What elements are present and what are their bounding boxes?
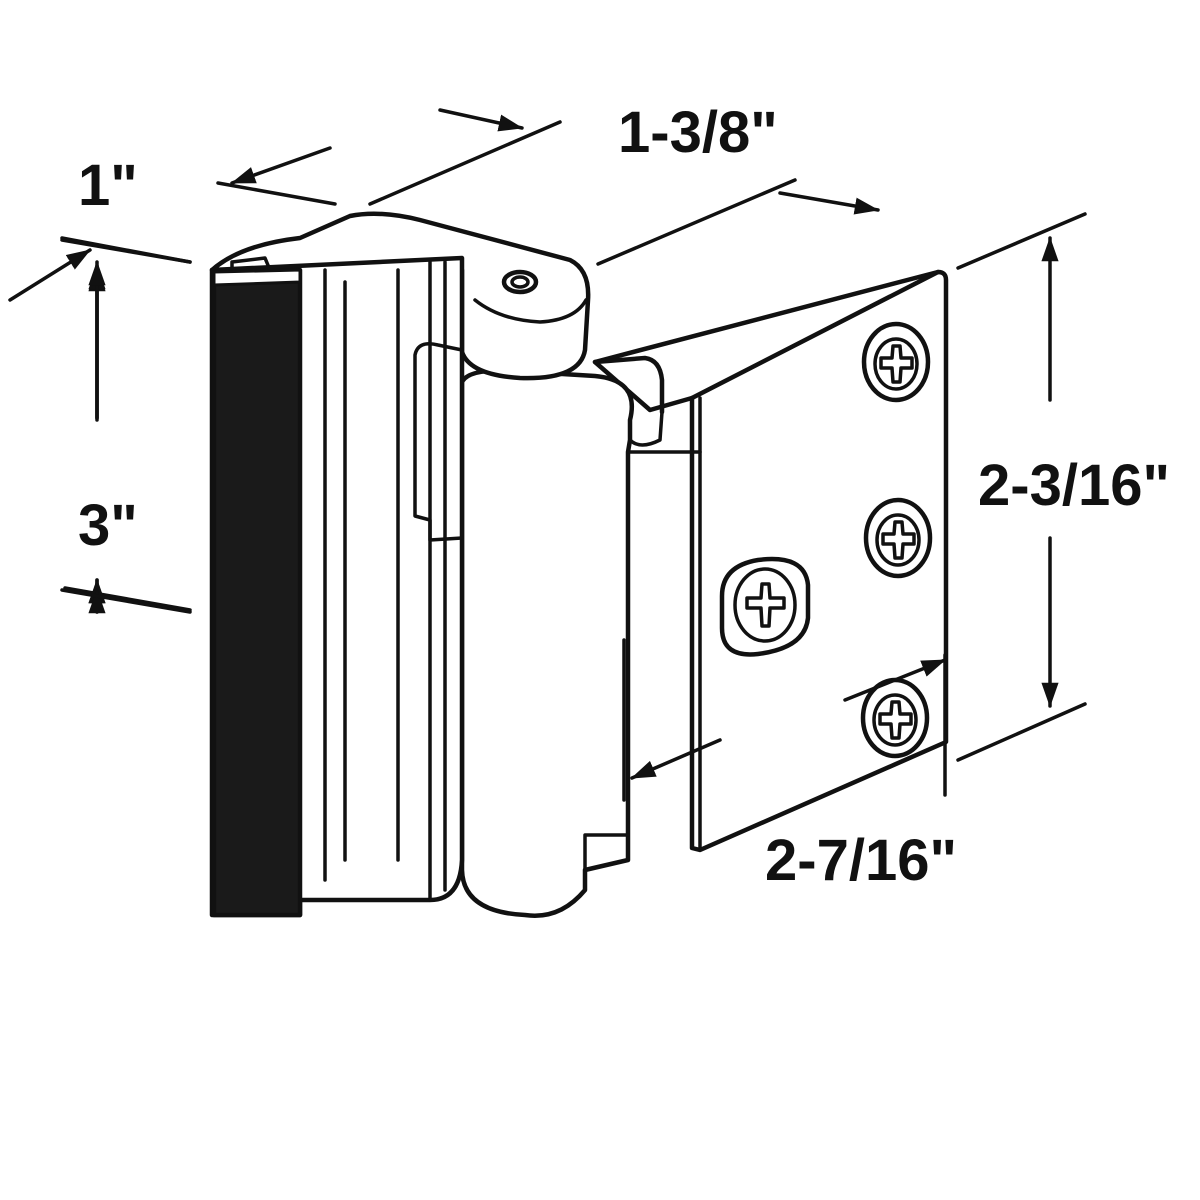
- door-guard-illustration: [209, 211, 949, 918]
- screw-top: [861, 321, 931, 403]
- label-plate-height: 2-3/16": [978, 453, 1170, 518]
- screw-middle: [863, 497, 933, 579]
- hinge-knuckle: [459, 368, 702, 918]
- dimension-2-7-16in: [622, 638, 947, 802]
- label-height: 3": [78, 493, 138, 558]
- rubber-bumper: [211, 267, 303, 918]
- dimension-2-3-16in: [956, 212, 1087, 762]
- label-width: 1-3/8": [618, 100, 778, 165]
- screw-bottom: [860, 677, 930, 759]
- label-plate-width: 2-7/16": [765, 828, 957, 893]
- dimension-1in: [8, 236, 192, 302]
- label-depth: 1": [78, 153, 138, 218]
- dimension-1-3-8in: [216, 108, 880, 266]
- dimension-3in: [60, 260, 192, 614]
- screw-slotted: [719, 556, 811, 657]
